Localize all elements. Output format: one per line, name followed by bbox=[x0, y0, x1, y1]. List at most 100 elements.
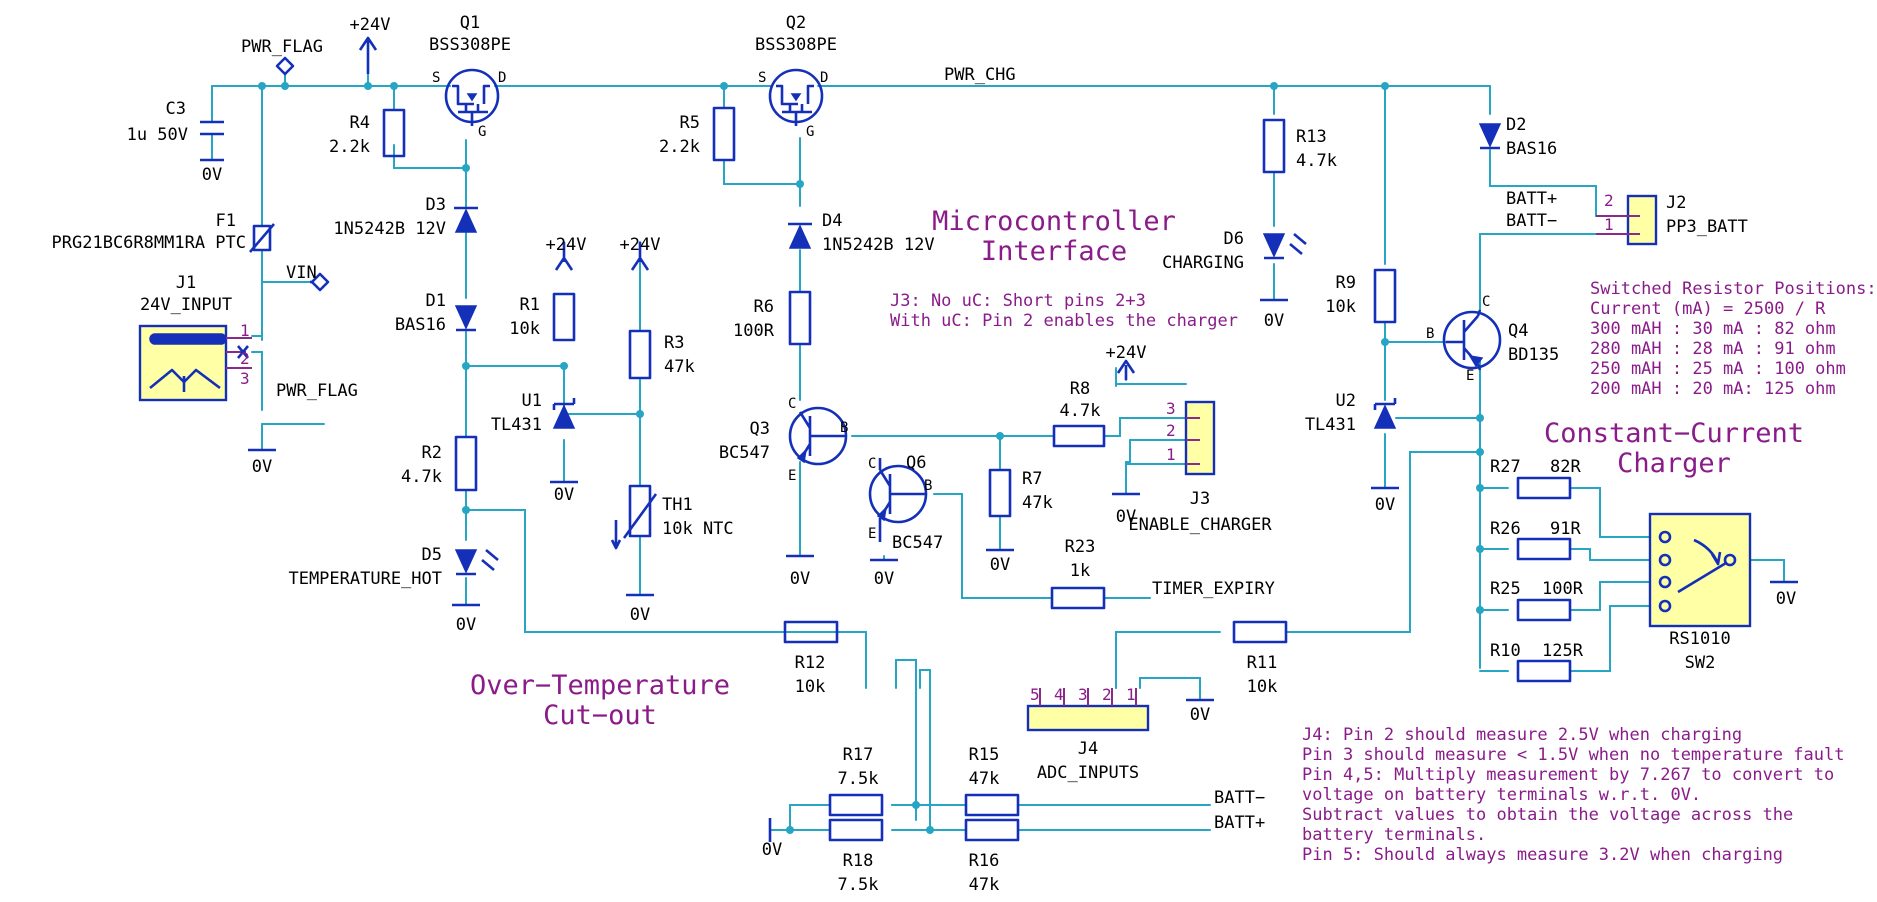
net-0v-j4: 0V bbox=[1190, 705, 1210, 725]
ref-d4: D4 bbox=[822, 211, 842, 231]
pin-j1-2: 2 bbox=[240, 349, 250, 368]
resistor-r4 bbox=[382, 108, 406, 158]
power-symbols bbox=[200, 36, 1798, 842]
pin-j4-5: 5 bbox=[1030, 685, 1040, 704]
pin-q6-b: B bbox=[924, 478, 932, 494]
pin-q1-g: G bbox=[478, 124, 486, 140]
capacitor-c3 bbox=[200, 120, 224, 136]
value-th1: 10k NTC bbox=[662, 519, 734, 539]
value-r9: 10k bbox=[1325, 297, 1356, 317]
net-24v-r1: +24V bbox=[546, 235, 587, 255]
ref-r10: R10 bbox=[1490, 641, 1521, 661]
pin-j4-2: 2 bbox=[1102, 685, 1112, 704]
pin-q2-d: D bbox=[820, 70, 828, 86]
value-r11: 10k bbox=[1247, 677, 1278, 697]
value-d6: CHARGING bbox=[1162, 253, 1244, 273]
pin-j1-1: 1 bbox=[240, 321, 250, 340]
resistor-r26 bbox=[1516, 537, 1572, 561]
diode-d2 bbox=[1478, 123, 1502, 150]
value-r10: 125R bbox=[1542, 641, 1584, 661]
fuse-f1 bbox=[249, 223, 275, 253]
connector-j4 bbox=[1026, 688, 1150, 732]
net-0v-u1: 0V bbox=[554, 485, 574, 505]
ref-r9: R9 bbox=[1336, 273, 1356, 293]
value-j3: ENABLE_CHARGER bbox=[1128, 515, 1272, 535]
value-r18: 7.5k bbox=[838, 875, 879, 895]
net-0v-q6: 0V bbox=[874, 569, 894, 589]
resistor-r3 bbox=[628, 329, 652, 380]
ref-r16: R16 bbox=[969, 851, 1000, 871]
ref-r18: R18 bbox=[843, 851, 874, 871]
pin-j3-2: 2 bbox=[1166, 421, 1176, 440]
switch-sw2 bbox=[1648, 512, 1752, 628]
value-r8: 4.7k bbox=[1060, 401, 1101, 421]
net-batt-minus-j2: BATT− bbox=[1506, 211, 1557, 231]
net-0v-r7: 0V bbox=[990, 555, 1010, 575]
mosfet-q1 bbox=[444, 68, 500, 126]
ref-d3: D3 bbox=[426, 195, 446, 215]
value-j1: 24V_INPUT bbox=[140, 295, 232, 315]
note-j3-line-2: With uC: Pin 2 enables the charger bbox=[890, 311, 1238, 331]
ref-u1: U1 bbox=[522, 391, 542, 411]
title-microcontroller-2: Interface bbox=[981, 236, 1127, 267]
resistor-r5 bbox=[712, 106, 736, 162]
ref-r7: R7 bbox=[1022, 469, 1042, 489]
ref-q2: Q2 bbox=[786, 13, 806, 33]
resistor-r6 bbox=[788, 290, 812, 346]
pin-q6-c: C bbox=[868, 456, 876, 472]
ref-d5: D5 bbox=[422, 545, 442, 565]
resistor-r25 bbox=[1516, 598, 1572, 622]
ref-r4: R4 bbox=[350, 113, 370, 133]
note-j4-line-3: Pin 4,5: Multiply measurement by 7.267 t… bbox=[1302, 765, 1834, 785]
note-j4-line-5: Subtract values to obtain the voltage ac… bbox=[1302, 805, 1793, 825]
note-j4-line-1: J4: Pin 2 should measure 2.5V when charg… bbox=[1302, 725, 1742, 745]
resistor-r2 bbox=[454, 435, 478, 492]
pin-j4-4: 4 bbox=[1054, 685, 1064, 704]
ref-q6: Q6 bbox=[906, 453, 926, 473]
ref-r23: R23 bbox=[1065, 537, 1096, 557]
led-d6 bbox=[1262, 233, 1307, 260]
net-pwr-flag-2: PWR_FLAG bbox=[276, 381, 358, 401]
ref-q3: Q3 bbox=[750, 419, 770, 439]
ref-r2: R2 bbox=[422, 443, 442, 463]
pin-q1-s: S bbox=[432, 70, 440, 86]
resistor-r16 bbox=[964, 818, 1020, 842]
value-q6: BC547 bbox=[892, 533, 943, 553]
zener-d3 bbox=[454, 206, 478, 233]
ref-q4: Q4 bbox=[1508, 321, 1528, 341]
resistor-r1 bbox=[552, 292, 576, 342]
value-d5: TEMPERATURE_HOT bbox=[288, 569, 442, 589]
pin-q6-e: E bbox=[868, 526, 876, 542]
ref-r13: R13 bbox=[1296, 127, 1327, 147]
title-microcontroller-1: Microcontroller bbox=[932, 206, 1176, 237]
note-resistor-line-1: Switched Resistor Positions: bbox=[1590, 279, 1877, 299]
value-j4: ADC_INPUTS bbox=[1037, 763, 1139, 783]
net-24v-1: +24V bbox=[350, 15, 391, 35]
value-r5: 2.2k bbox=[659, 137, 700, 157]
note-resistor-line-6: 200 mAH : 20 mA: 125 ohm bbox=[1590, 379, 1836, 399]
resistor-r8 bbox=[1052, 424, 1106, 448]
ref-r5: R5 bbox=[680, 113, 700, 133]
note-resistor-line-4: 280 mAH : 28 mA : 91 ohm bbox=[1590, 339, 1836, 359]
value-j2: PP3_BATT bbox=[1666, 217, 1748, 237]
shunt-u1 bbox=[552, 398, 576, 429]
ref-u2: U2 bbox=[1336, 391, 1356, 411]
pin-q1-d: D bbox=[498, 70, 506, 86]
ref-sw2: SW2 bbox=[1685, 653, 1716, 673]
note-resistor-line-5: 250 mAH : 25 mA : 100 ohm bbox=[1590, 359, 1846, 379]
value-c3: 1u 50V bbox=[127, 125, 188, 145]
net-pwr-chg: PWR_CHG bbox=[944, 65, 1016, 85]
value-r6: 100R bbox=[733, 321, 775, 341]
ref-j1: J1 bbox=[176, 273, 196, 293]
resistor-r7 bbox=[988, 468, 1012, 518]
resistor-r17 bbox=[828, 793, 884, 817]
net-24v-j3: +24V bbox=[1106, 343, 1147, 363]
diode-d1 bbox=[454, 305, 478, 332]
value-r2: 4.7k bbox=[401, 467, 442, 487]
pin-q4-e: E bbox=[1466, 368, 1474, 384]
net-batt-plus-j2: BATT+ bbox=[1506, 189, 1557, 209]
value-u2: TL431 bbox=[1305, 415, 1356, 435]
value-r26: 91R bbox=[1550, 519, 1581, 539]
value-d4: 1N5242B 12V bbox=[822, 235, 935, 255]
net-0v-d6: 0V bbox=[1264, 311, 1284, 331]
